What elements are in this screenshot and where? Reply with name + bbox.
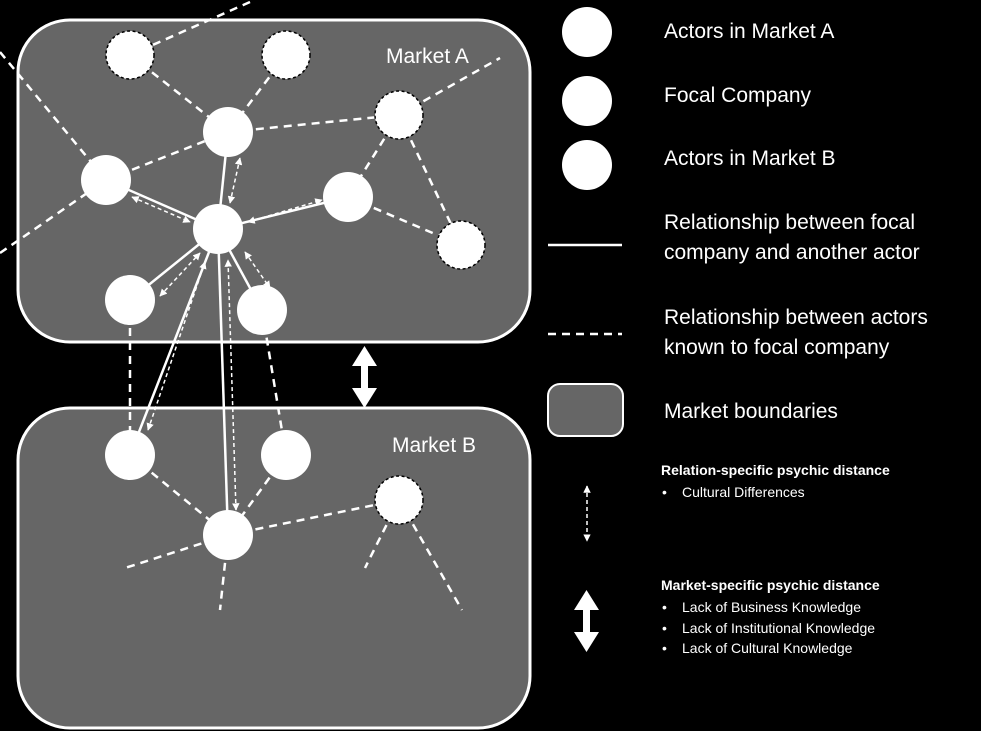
unknown-actor-node [374, 475, 424, 525]
market-psychic-heading: Market-specific psychic distance [661, 577, 880, 593]
legend-focal-company-symbol [562, 76, 612, 126]
legend-actor-relationship-line1: Relationship between actors [664, 306, 928, 329]
actor-a-node [105, 275, 155, 325]
actor-a-node [237, 285, 287, 335]
market-b-actors [105, 430, 311, 560]
unknown-actor-node [374, 90, 424, 140]
legend-big-arrow-symbol [574, 590, 599, 652]
unknown-actor-node [261, 30, 311, 80]
legend-focal-relationship-label: Relationship between focal company and a… [664, 208, 920, 268]
legend-actors-a-symbol [562, 7, 612, 57]
actor-b-node [105, 430, 155, 480]
unknown-actor-node [105, 30, 155, 80]
legend-actors-a-label: Actors in Market A [664, 20, 835, 43]
list-item: Lack of Business Knowledge [662, 597, 875, 618]
legend-actors-b-symbol [562, 140, 612, 190]
legend-actor-relationship-label: Relationship between actors known to foc… [664, 303, 928, 363]
legend-focal-company-label: Focal Company [664, 84, 812, 107]
list-item: Cultural Differences [662, 482, 805, 503]
market-a-actors [81, 107, 373, 335]
focal-company-node [193, 204, 243, 254]
relation-psychic-list: Cultural Differences [662, 482, 805, 503]
unknown-actor-node [436, 220, 486, 270]
actor-a-node [81, 155, 131, 205]
list-item: Lack of Institutional Knowledge [662, 618, 875, 639]
legend-actor-relationship-line2: known to focal company [664, 336, 890, 359]
market-psychic-distance-arrow [352, 346, 377, 408]
legend-market-boundary-symbol [547, 383, 624, 437]
legend-focal-relationship-line2: company and another actor [664, 241, 920, 264]
legend-focal-relationship-line1: Relationship between focal [664, 211, 915, 234]
market-b-label: Market B [392, 434, 476, 457]
relation-psychic-heading: Relation-specific psychic distance [661, 462, 890, 478]
unknown-actors [105, 30, 486, 525]
actor-a-node [203, 107, 253, 157]
legend-actors-b-label: Actors in Market B [664, 147, 836, 170]
actor-b-node [203, 510, 253, 560]
legend-market-boundaries-label: Market boundaries [664, 400, 838, 423]
list-item: Lack of Cultural Knowledge [662, 638, 875, 659]
actor-b-node [261, 430, 311, 480]
relation-psychic-distance-arrows [131, 157, 323, 511]
market-a-label: Market A [386, 45, 469, 68]
actor-a-node [323, 172, 373, 222]
market-psychic-list: Lack of Business Knowledge Lack of Insti… [662, 597, 875, 659]
